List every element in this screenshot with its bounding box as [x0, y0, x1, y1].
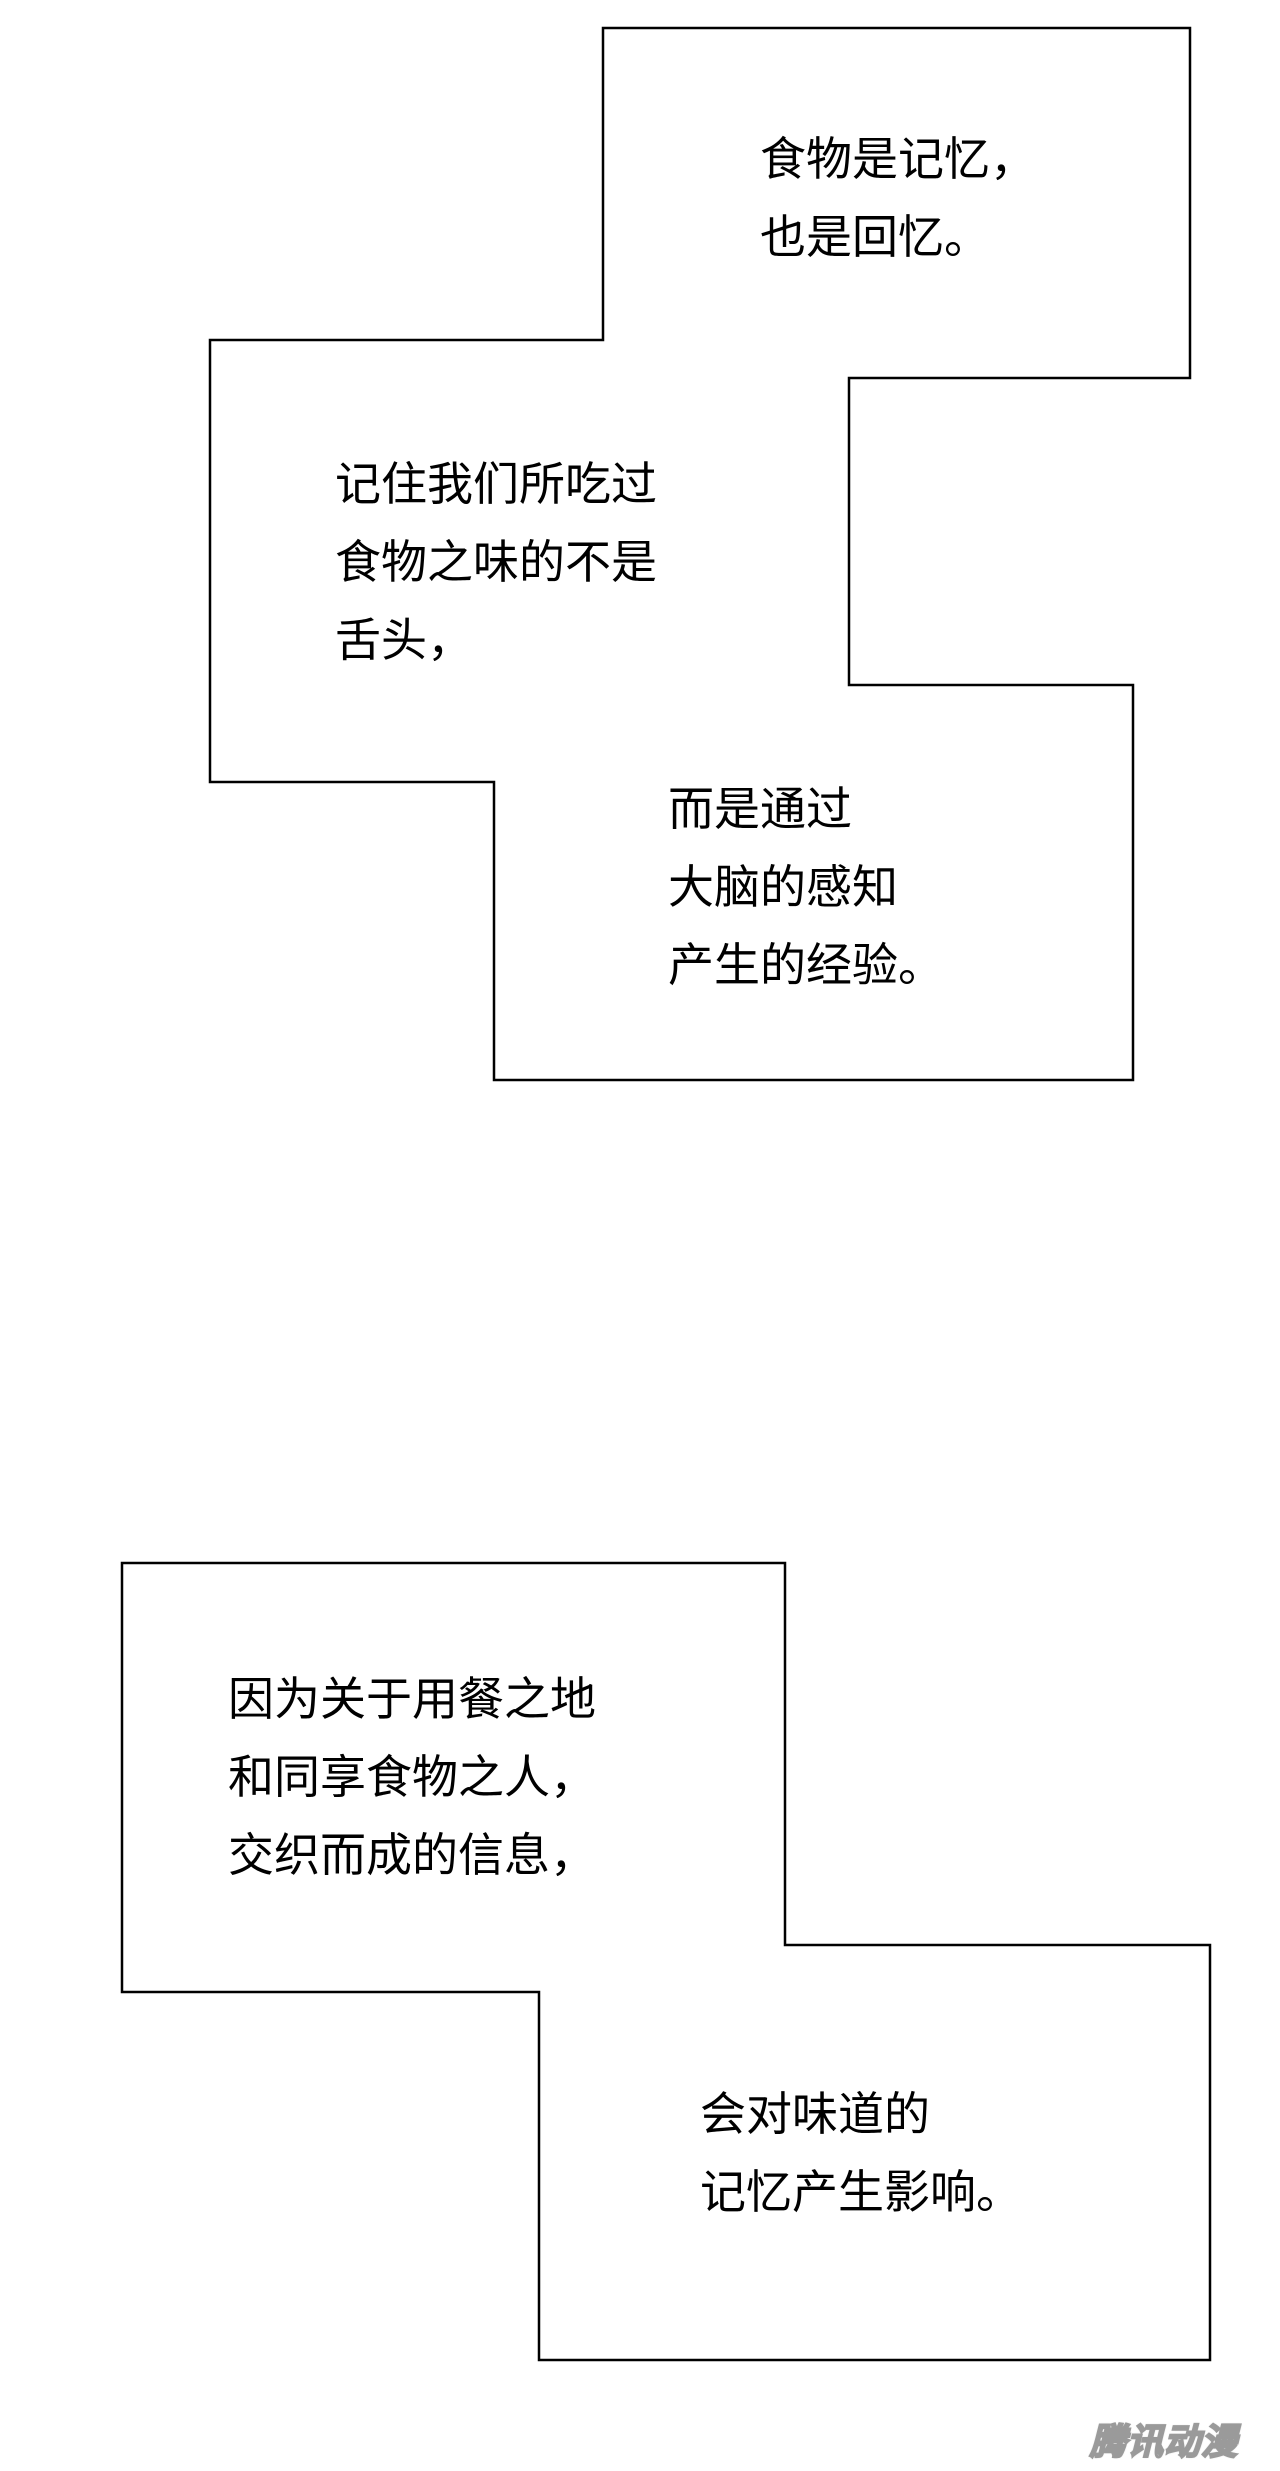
- caption-a-line-2: 也是回忆。: [760, 210, 990, 264]
- caption-e-line-2: 记忆产生影响。: [700, 2165, 1022, 2219]
- caption-b-line-2: 食物之味的不是: [335, 535, 657, 589]
- caption-text-a: 食物是记忆， 也是回忆。: [760, 120, 1036, 276]
- caption-d-line-1: 因为关于用餐之地: [228, 1672, 596, 1726]
- caption-c-line-2: 大脑的感知: [668, 860, 898, 914]
- watermark-logo: 腾讯动漫: [1089, 2421, 1238, 2464]
- caption-d-line-2: 和同享食物之人，: [228, 1750, 596, 1804]
- caption-b-line-3: 舌头，: [335, 613, 473, 667]
- caption-a-line-1: 食物是记忆，: [760, 132, 1036, 186]
- caption-b-line-1: 记住我们所吃过: [335, 457, 657, 511]
- caption-box-lower: [120, 1561, 1212, 2362]
- caption-c-line-3: 产生的经验。: [668, 938, 944, 992]
- caption-d-line-3: 交织而成的信息，: [228, 1828, 596, 1882]
- caption-text-c: 而是通过 大脑的感知 产生的经验。: [668, 770, 944, 1004]
- caption-text-b: 记住我们所吃过 食物之味的不是 舌头，: [335, 445, 657, 679]
- caption-text-e: 会对味道的 记忆产生影响。: [700, 2075, 1022, 2231]
- caption-text-d: 因为关于用餐之地 和同享食物之人， 交织而成的信息，: [228, 1660, 596, 1894]
- caption-c-line-1: 而是通过: [668, 782, 852, 836]
- caption-box-upper: [208, 26, 1192, 1082]
- caption-e-line-1: 会对味道的: [700, 2087, 930, 2141]
